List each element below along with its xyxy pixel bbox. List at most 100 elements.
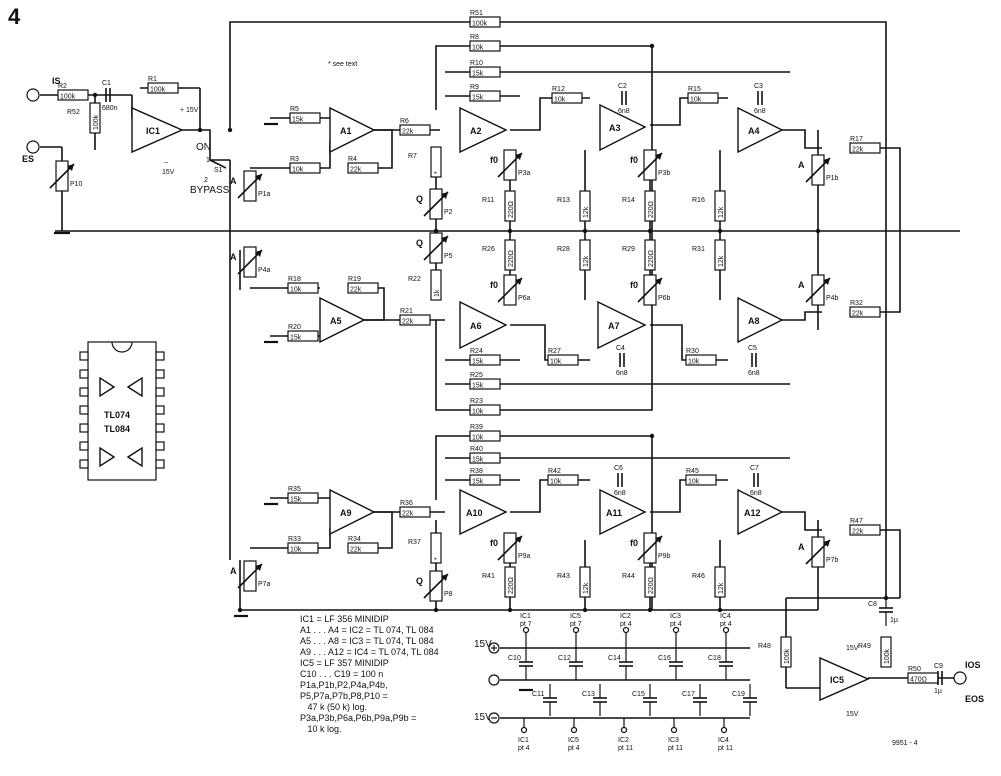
pot-label: P9b: [658, 553, 671, 560]
capacitor-label: C8: [868, 601, 877, 608]
resistor-label: R6: [400, 118, 409, 125]
resistor-value: 15k: [472, 383, 484, 390]
svg-text:A9: A9: [340, 508, 352, 518]
port-is: IS: [26, 76, 61, 102]
pot-function-mark: Q: [416, 194, 423, 204]
resistor-value: 15k: [292, 117, 304, 124]
pot-function-mark: A: [230, 252, 237, 262]
resistor-label: R38: [470, 468, 483, 475]
capacitor-c12: C12: [558, 648, 583, 680]
pot-function-mark: Q: [416, 576, 423, 586]
opamp-a11: A11: [599, 488, 647, 536]
svg-text:A7: A7: [608, 321, 620, 331]
svg-text:2: 2: [204, 177, 208, 184]
resistor-r25: 15k R25: [469, 372, 501, 390]
svg-text:15V: 15V: [474, 712, 492, 723]
resistor-value: 22k: [852, 147, 864, 154]
pot-function-mark: A: [798, 542, 805, 552]
ic-pin: [79, 459, 89, 469]
resistor-value: 22k: [350, 167, 362, 174]
resistor-r38: 15k R38: [469, 468, 501, 486]
figure-reference: 9951 - 4: [892, 740, 918, 747]
opamp-a5: A5: [319, 296, 366, 344]
resistor-value: 10k: [290, 547, 302, 554]
resistor-r37: *R37: [408, 532, 442, 564]
resistor-label: R30: [686, 348, 699, 355]
resistor-value: 220Ω: [508, 250, 515, 267]
ic-pinout-pins: [79, 351, 165, 469]
resistor-label: R22: [408, 276, 421, 283]
resistor-label: R8: [470, 34, 479, 41]
resistor-label: R23: [470, 398, 483, 405]
resistor-value: 100k: [60, 94, 76, 101]
svg-text:A11: A11: [606, 508, 622, 518]
svg-text:A4: A4: [748, 126, 760, 136]
resistor-value: 15k: [290, 335, 302, 342]
capacitor-value: 6n8: [616, 370, 628, 377]
figure-number: 4: [8, 4, 21, 29]
resistor-value: 12k: [718, 206, 725, 218]
capacitor-label: C2: [618, 83, 627, 90]
resistor-value: 22k: [852, 311, 864, 318]
resistor-value: 10k: [290, 287, 302, 294]
parts-list-line: A9 . . . A12 = IC4 = TL 074, TL 084: [300, 647, 439, 657]
capacitor-label: C17: [682, 691, 695, 698]
ic-pin: [79, 369, 89, 379]
svg-text:A3: A3: [609, 123, 621, 133]
resistor-label: R19: [348, 276, 361, 283]
resistor-value: 15k: [472, 479, 484, 486]
ic-name: IC5: [568, 737, 579, 744]
opamp-a7: A7: [597, 300, 647, 350]
svg-text:ON: ON: [196, 142, 211, 153]
resistor-label: R10: [470, 60, 483, 67]
ic-pin: [155, 405, 165, 415]
capacitor-label: C15: [632, 691, 645, 698]
resistor-value: 100k: [472, 21, 488, 28]
pot-function-mark: f0: [630, 280, 638, 290]
resistor-label: R48: [758, 643, 771, 650]
parts-list-line: P3a,P3b,P6a,P6b,P9a,P9b =: [300, 713, 417, 723]
resistor-label: R24: [470, 348, 483, 355]
capacitor-label: C14: [608, 655, 621, 662]
capacitor-c15: C15: [632, 684, 657, 716]
resistor-value: 10k: [688, 479, 700, 486]
resistor-label: R36: [400, 500, 413, 507]
pot-label: P1b: [826, 175, 839, 182]
resistor-label: R4: [348, 156, 357, 163]
pin-number: pt 4: [568, 745, 580, 752]
pot-p10: P10: [49, 160, 83, 192]
resistor-value: 220Ω: [508, 201, 515, 218]
resistor-label: R25: [470, 372, 483, 379]
parts-list-line: P1a,P1b,P2,P4a,P4b,: [300, 680, 388, 690]
parts-list-line: 10 k log.: [300, 724, 342, 734]
svg-text:−: −: [164, 160, 168, 167]
